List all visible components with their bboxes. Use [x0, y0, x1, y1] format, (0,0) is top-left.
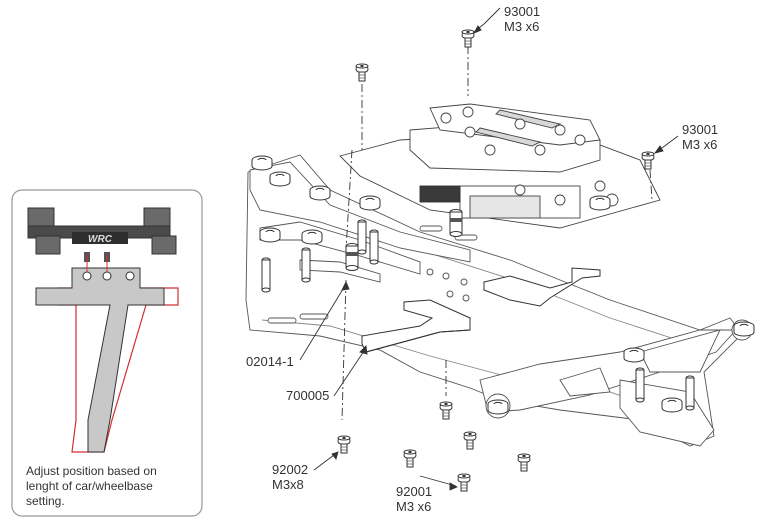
- callout-92002-code: 92002: [272, 462, 309, 477]
- callout-93001-right-size: M3 x6: [682, 137, 718, 152]
- inset-logo: WRC: [88, 234, 113, 245]
- hardware-parts: [251, 155, 755, 415]
- callout-02014-1: 02014-1: [246, 354, 294, 369]
- callout-92001: 92001 M3 x6: [396, 484, 432, 514]
- screw-93001-right: [641, 151, 655, 170]
- screw-lower-1: [439, 401, 453, 420]
- screw-lower-3: [403, 449, 417, 468]
- callout-92001-size: M3 x6: [396, 499, 432, 514]
- inset-note-line2: lenght of car/wheelbase: [26, 479, 153, 493]
- adjustment-inset: WRC: [11, 189, 203, 517]
- callout-93001-top-size: M3 x6: [504, 19, 540, 34]
- callout-700005: 700005: [286, 388, 329, 403]
- callout-93001-right-code: 93001: [682, 122, 719, 137]
- callout-93001-right: 93001 M3 x6: [682, 122, 718, 152]
- callout-02014-1-code: 02014-1: [246, 354, 294, 369]
- part-700005-plate: [361, 267, 601, 353]
- inset-plate: [35, 267, 165, 453]
- callout-93001-top-code: 93001: [504, 4, 541, 19]
- screw-lower-2: [463, 431, 477, 450]
- screw-92001: [457, 473, 471, 492]
- inset-mount-block: WRC: [27, 207, 177, 262]
- steering-assembly: [339, 103, 661, 229]
- screw-lower-4: [517, 453, 531, 472]
- screw-upper-left: [355, 63, 369, 82]
- inset-note-line3: setting.: [26, 494, 65, 508]
- callout-93001-top: 93001 M3 x6: [504, 4, 540, 34]
- inset-note-line1: Adjust position based on: [26, 464, 157, 478]
- screw-93001-top: [461, 29, 475, 48]
- leader-lines: [299, 7, 679, 491]
- callout-92001-code: 92001: [396, 484, 433, 499]
- callout-92002-size: M3x8: [272, 477, 304, 492]
- inset-note: Adjust position based on lenght of car/w…: [26, 464, 196, 509]
- assembly-axis-lines: [341, 46, 653, 421]
- callout-700005-code: 700005: [286, 388, 330, 403]
- screw-92002: [337, 435, 351, 454]
- callout-92002: 92002 M3x8: [272, 462, 308, 492]
